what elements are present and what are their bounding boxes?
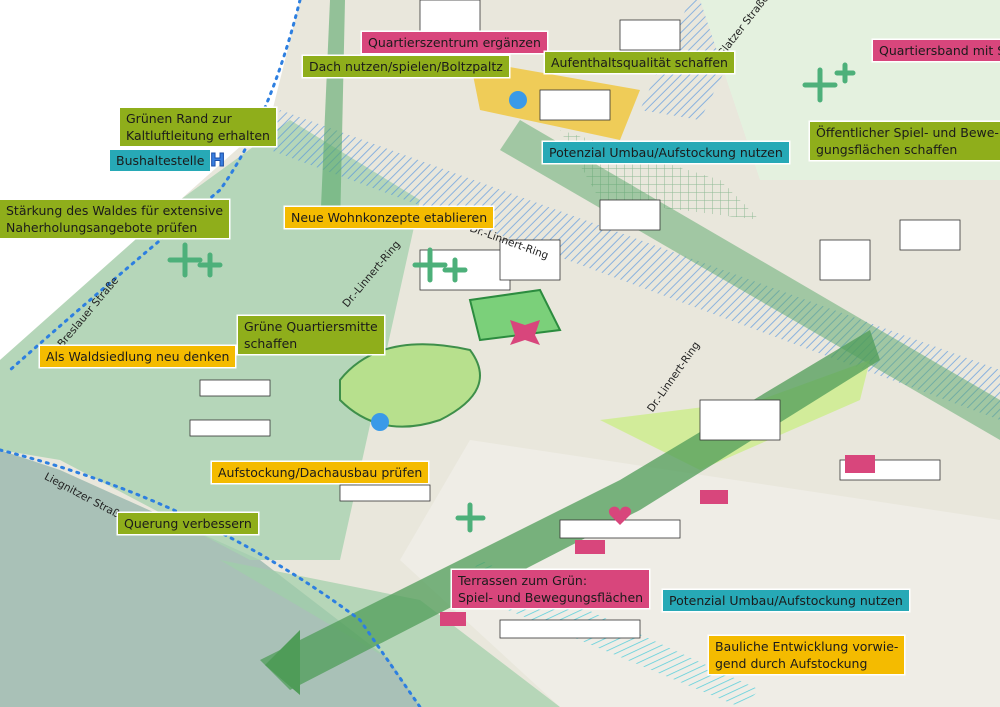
heart-icon	[608, 506, 632, 525]
label-terrassen: Terrassen zum Grün: Spiel- und Bewegungsf…	[452, 570, 650, 608]
label-bauliche-entwicklung: Bauliche Entwicklung vorwie-gend durch A…	[709, 636, 905, 674]
meeting-point-icons	[371, 91, 527, 431]
label-line: Grünen Rand zur	[126, 111, 232, 126]
arrow-head	[265, 630, 300, 695]
label-line: schaffen	[244, 336, 298, 351]
label-oeffentlicher-spiel: Öffentlicher Spiel- und Bewe-gungsfläche…	[810, 122, 1000, 160]
label-potenzial-top: Potenzial Umbau/Aufstockung nutzen	[543, 142, 789, 163]
label-dach-nutzen: Dach nutzen/spielen/Boltzpaltz	[303, 56, 509, 77]
label-bushaltestelle: Bushaltestelle	[110, 150, 211, 171]
building-blocks	[189, 0, 961, 639]
label-line: Öffentlicher Spiel- und Bewe-	[816, 125, 999, 140]
label-line: Bauliche Entwicklung vorwie-	[715, 639, 899, 654]
label-gruene-quartiersmitte: Grüne Quartiersmitte schaffen	[238, 316, 384, 354]
label-quartiersband: Quartiersband mit S	[873, 40, 1000, 61]
play-area-markers	[440, 455, 875, 626]
bus-stop-icon: H	[209, 150, 226, 172]
bus-route-north	[8, 0, 302, 372]
plus-symbols	[167, 62, 856, 533]
label-line: Stärkung des Waldes für extensive	[6, 203, 224, 218]
outside-area	[0, 0, 300, 360]
label-line: gend durch Aufstockung	[715, 656, 868, 671]
label-line: Spiel- und Bewegungsflächen	[458, 590, 644, 605]
label-aufenthaltsqualitaet: Aufenthaltsqualität schaffen	[545, 52, 734, 73]
forest-area	[0, 120, 420, 560]
label-line: Kaltluftleitung erhalten	[126, 128, 270, 143]
label-line: Grüne Quartiersmitte	[244, 319, 378, 334]
label-line: gungsflächen schaffen	[816, 142, 958, 157]
label-line: Naherholungsangebote prüfen	[6, 220, 198, 235]
label-potenzial-bottom: Potenzial Umbau/Aufstockung nutzen	[663, 590, 909, 611]
quarter-center-star-icon	[510, 320, 540, 345]
label-line: Terrassen zum Grün:	[458, 573, 588, 588]
label-aufstockung-dachausbau: Aufstockung/Dachausbau prüfen	[212, 462, 429, 483]
label-waldsiedlung: Als Waldsiedlung neu denken	[40, 346, 236, 367]
label-querung: Querung verbessern	[118, 513, 258, 534]
dr-linnert-ring-road	[270, 110, 1000, 420]
label-neue-wohnkonzepte: Neue Wohnkonzepte etablieren	[285, 207, 494, 228]
label-quartierszentrum: Quartierszentrum ergänzen	[362, 32, 547, 53]
